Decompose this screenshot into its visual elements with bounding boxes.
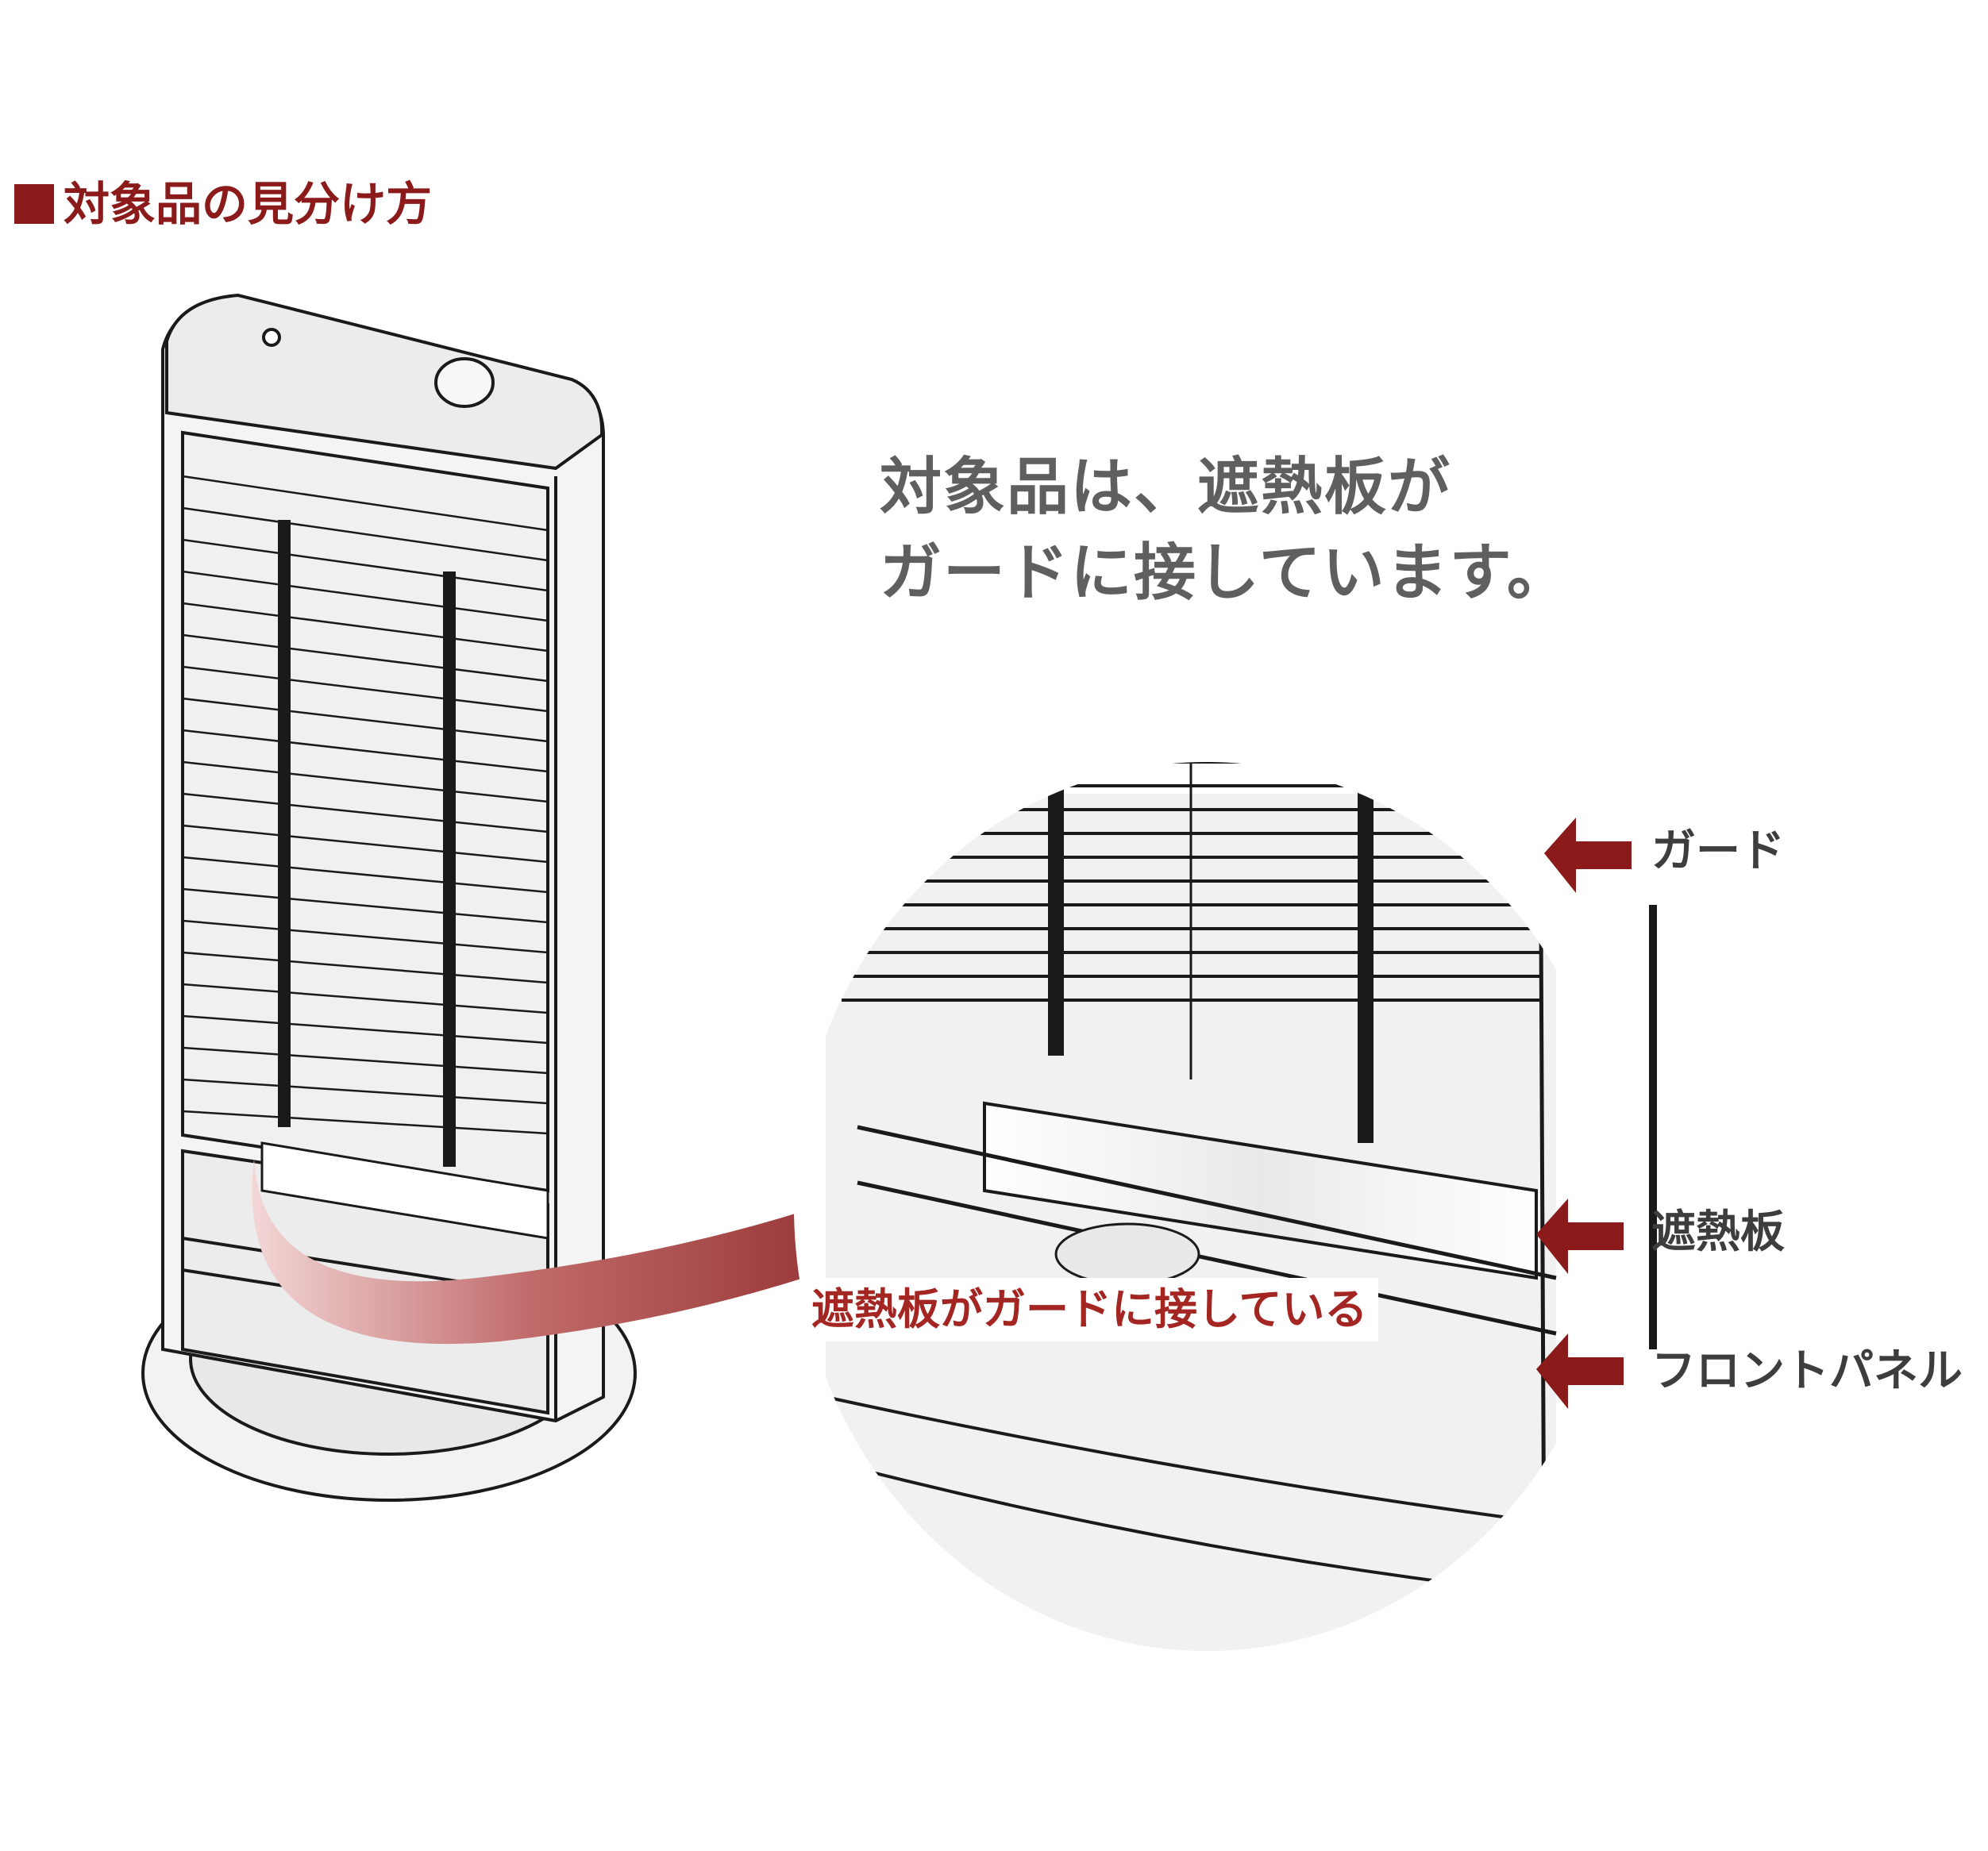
arrow-left-icon — [1536, 1199, 1624, 1274]
arrow-left-icon — [1536, 1333, 1624, 1409]
headline: 対象品は、遮熱板が ガードに接しています。 — [880, 444, 1674, 616]
label-front-panel: フロントパネル — [1651, 1345, 1963, 1397]
arrow-left-icon — [1544, 818, 1632, 893]
square-icon — [14, 184, 54, 224]
page-title-text: 対象品の見分け方 — [64, 177, 433, 231]
callout-label: 遮熱板がガードに接している — [800, 1278, 1379, 1341]
label-heat-shield: 遮熱板 — [1651, 1206, 1785, 1258]
zoom-detail — [794, 762, 1657, 1651]
headline-line-1: 対象品は、遮熱板が — [880, 452, 1452, 523]
page-title: 対象品の見分け方 — [14, 181, 432, 227]
label-guard: ガード — [1651, 825, 1785, 877]
heater-illustration — [141, 293, 637, 1502]
transition-arrow — [252, 1095, 1056, 1345]
headline-line-2: ガードに接しています。 — [880, 537, 1570, 609]
